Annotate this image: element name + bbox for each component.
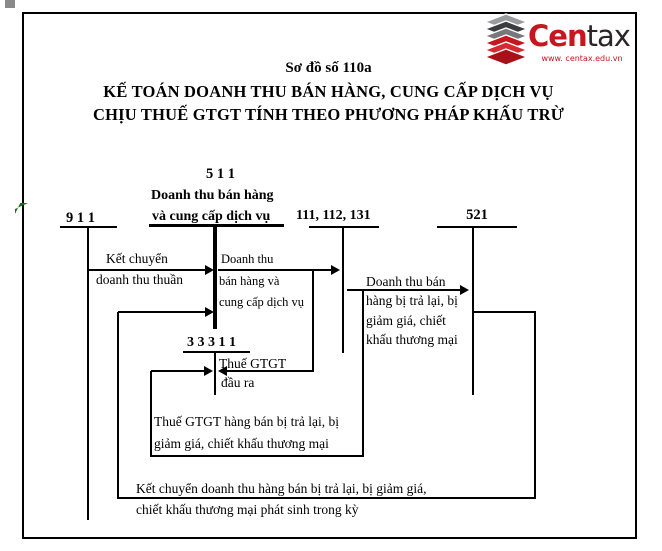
- logo-layers-icon: [483, 13, 529, 66]
- account-33311-stem: [214, 352, 216, 395]
- flow-vat-returns-arrowhead-icon: [204, 366, 213, 376]
- flow-closing-arrowhead-icon: [205, 307, 214, 317]
- flow-vat-returns-label-1: Thuế GTGT hàng bán bị trả lại, bị: [154, 414, 339, 429]
- account-511-topline: [149, 224, 284, 227]
- flow-closing-right-line: [534, 311, 536, 499]
- logo-website: www. centax.edu.vn: [541, 54, 623, 63]
- logo-brand: Centax: [528, 19, 631, 53]
- account-521-topline: [437, 226, 517, 228]
- account-code-511: 5 1 1: [206, 166, 235, 182]
- account-code-111-112-131: 111, 112, 131: [296, 208, 371, 223]
- page-corner-mark: [5, 0, 15, 8]
- flow-closing-label-1: Kết chuyển doanh thu hàng bán bị trả lại…: [136, 481, 427, 496]
- flow-closing-top-line: [474, 311, 536, 313]
- flow-sales-revenue-label-2: bán hàng và: [219, 274, 280, 288]
- logo-brand-red: Cen: [528, 19, 588, 53]
- flow-sales-revenue-arrowhead-icon: [331, 265, 340, 275]
- flow-net-revenue-label-2: doanh thu thuần: [96, 272, 183, 287]
- flow-returns-label-3: giảm giá, chiết: [366, 313, 446, 328]
- flow-vat-returns-right-line: [362, 291, 364, 457]
- centax-logo: Centax www. centax.edu.vn: [482, 13, 632, 67]
- flow-returns-line: [347, 289, 462, 291]
- flow-returns-label-1: Doanh thu bán: [366, 274, 446, 289]
- flow-vat-returns-left-line: [150, 371, 152, 457]
- flow-closing-arrow-line: [118, 311, 207, 313]
- flow-sales-revenue-label-1: Doanh thu: [221, 252, 274, 266]
- flow-vat-returns-bottom-line: [150, 455, 364, 457]
- flow-net-revenue-arrowhead-icon: [205, 265, 214, 275]
- account-code-521: 521: [466, 207, 488, 223]
- flow-returns-label-2: hàng bị trả lại, bị: [366, 293, 458, 308]
- account-511-name-line2: và cung cấp dịch vụ: [152, 209, 271, 224]
- flow-returns-arrowhead-icon: [460, 285, 469, 295]
- flow-vat-returns-label-2: giảm giá, chiết khấu thương mại: [154, 436, 329, 451]
- page-border-frame: [22, 12, 637, 539]
- flow-output-vat-label-1: Thuế GTGT: [219, 356, 287, 371]
- flow-returns-label-4: khấu thương mại: [366, 332, 458, 347]
- title-line-2: CHỊU THUẾ GTGT TÍNH THEO PHƯƠNG PHÁP KHẤ…: [92, 105, 565, 124]
- flow-output-vat-line: [227, 370, 313, 372]
- account-911-stem: [87, 227, 89, 520]
- flow-closing-bottom-line: [117, 497, 536, 499]
- flow-vat-returns-arrow-line: [151, 370, 206, 372]
- account-code-33311: 3 3 3 1 1: [187, 335, 236, 350]
- flow-net-revenue-label-1: Kết chuyển: [106, 251, 168, 266]
- logo-brand-dark: tax: [586, 19, 631, 53]
- doc-number: Sơ đồ số 110a: [285, 60, 372, 76]
- flow-sales-revenue-line: [218, 269, 332, 271]
- flow-output-vat-arrowhead-icon: [218, 366, 227, 376]
- account-511-name-line1: Doanh thu bán hàng: [151, 188, 274, 203]
- flow-net-revenue-line: [88, 269, 207, 271]
- account-511-stem: [213, 226, 217, 329]
- flow-output-vat-label-2: đầu ra: [221, 375, 255, 390]
- flow-closing-left-line: [117, 312, 119, 498]
- title-line-1: KẾ TOÁN DOANH THU BÁN HÀNG, CUNG CẤP DỊC…: [103, 82, 554, 101]
- account-33311-topline: [183, 351, 250, 353]
- account-111-stem: [342, 227, 344, 353]
- account-111-topline: [309, 226, 379, 228]
- account-code-911: 9 1 1: [66, 210, 95, 226]
- flow-closing-label-2: chiết khấu thương mại phát sinh trong kỳ: [136, 502, 359, 517]
- flow-output-vat-drop-line: [312, 270, 314, 372]
- flow-sales-revenue-label-3: cung cấp dịch vụ: [219, 295, 305, 309]
- account-521-stem: [472, 227, 474, 395]
